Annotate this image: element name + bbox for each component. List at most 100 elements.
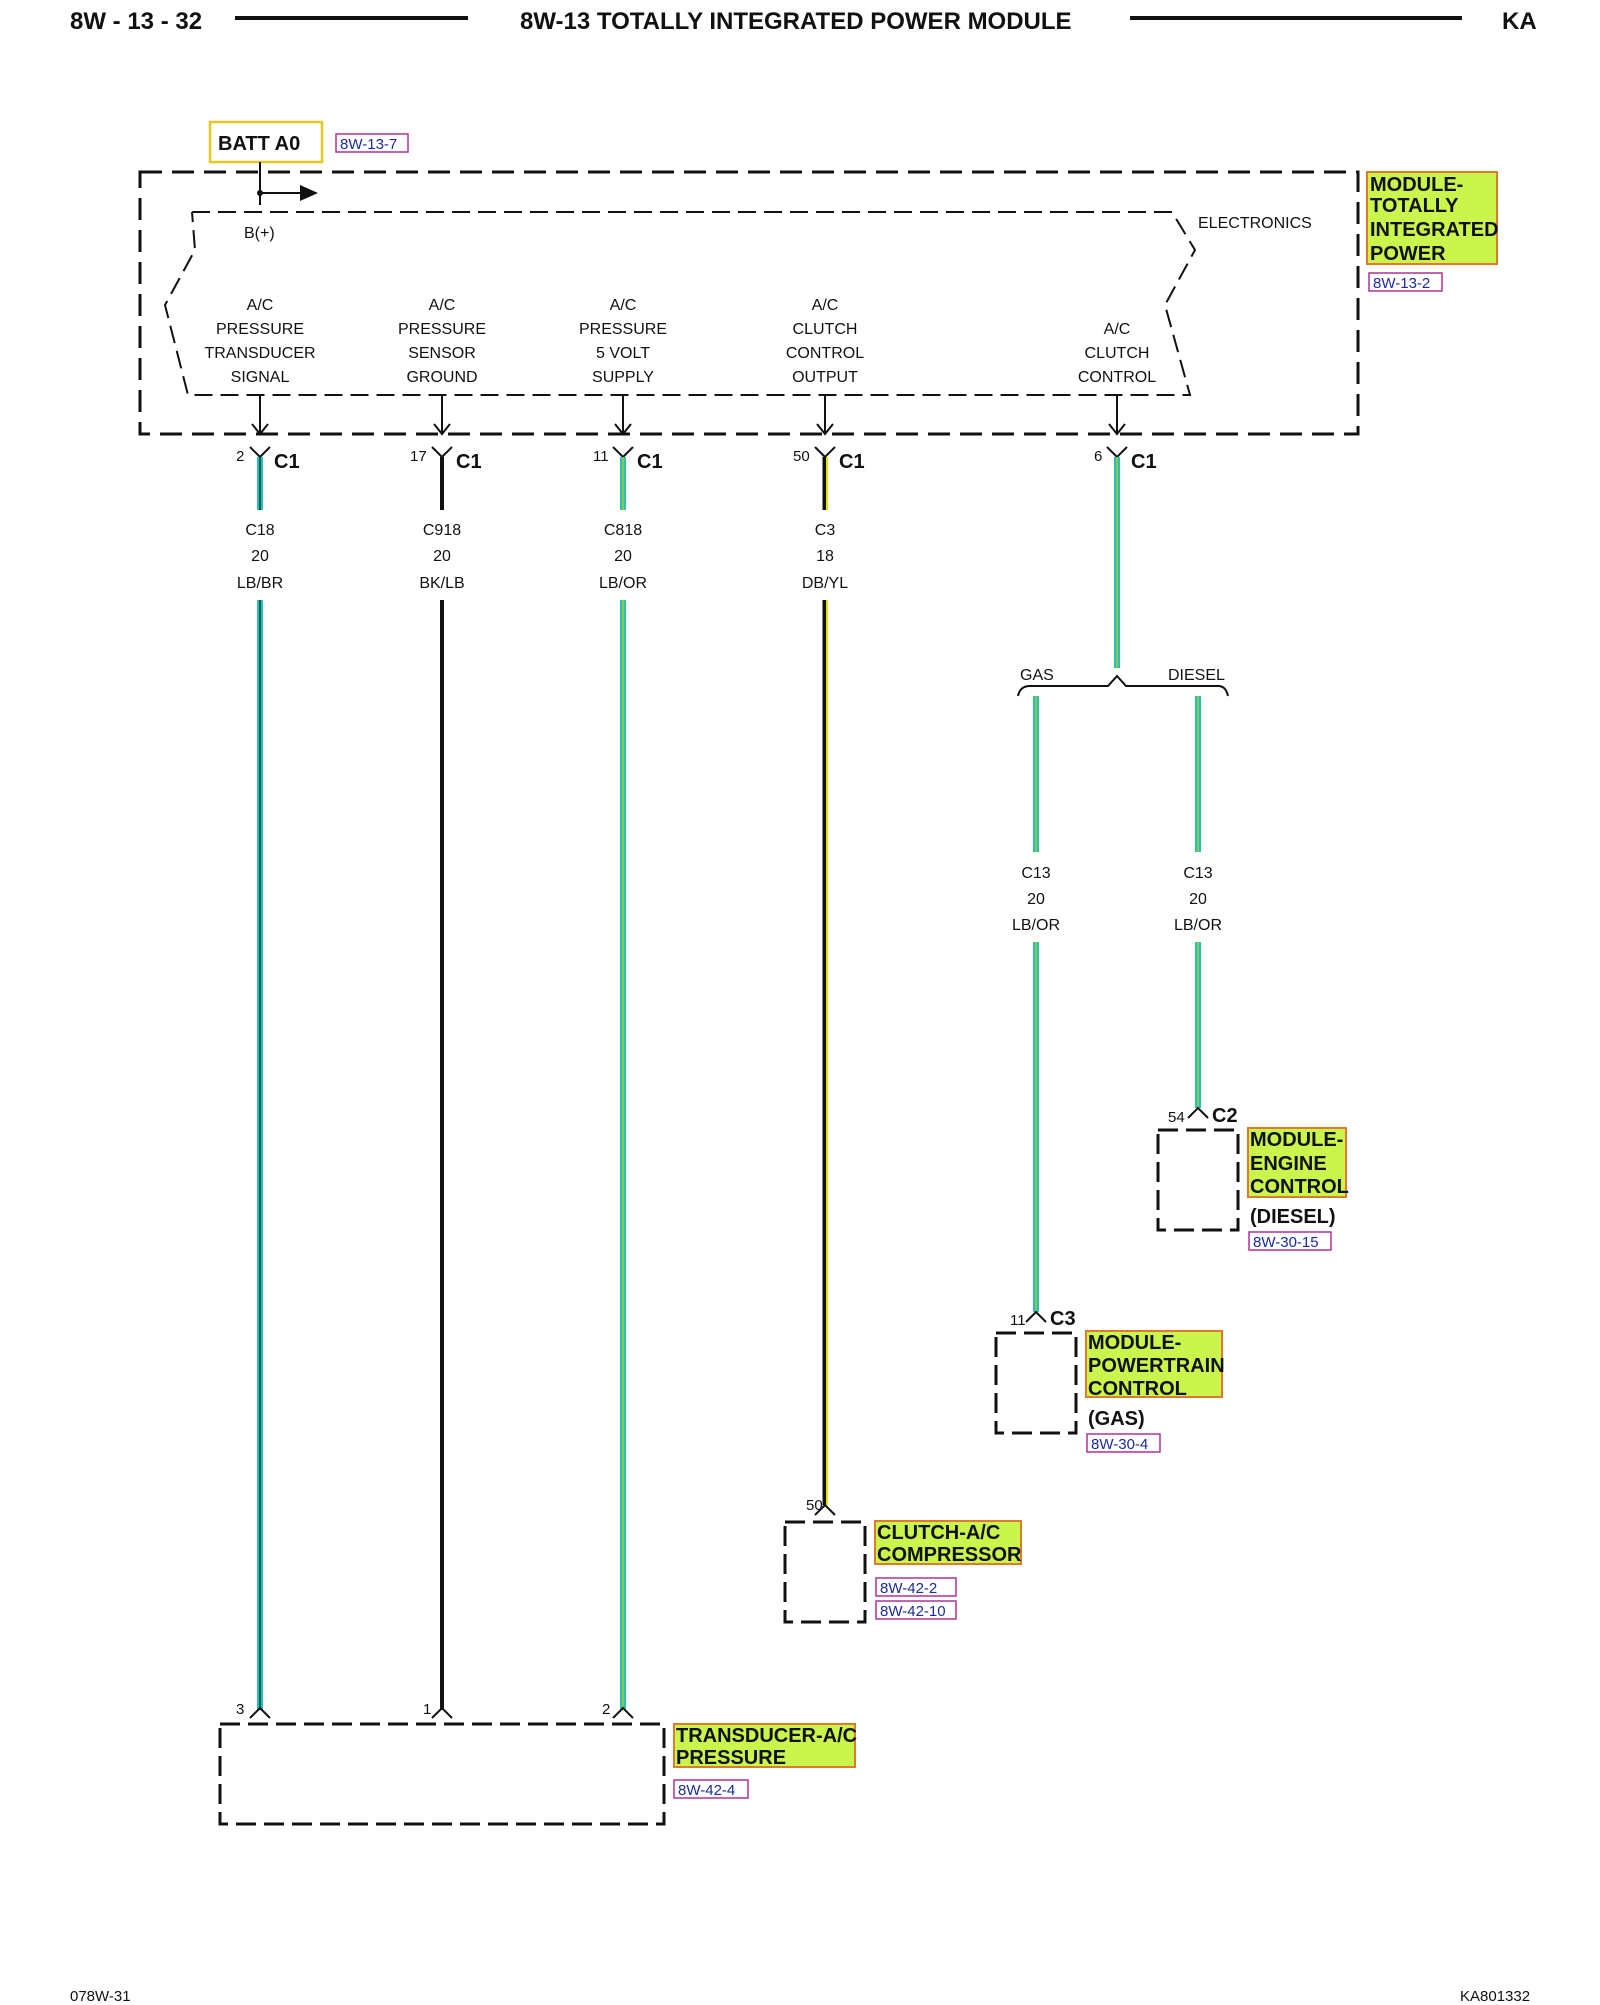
clutch-ref-link[interactable]: 8W-42-2 bbox=[880, 1580, 937, 1597]
batt-ref-link[interactable]: 8W-13-7 bbox=[340, 136, 397, 153]
circuit-function-line: CLUTCH bbox=[1085, 345, 1150, 362]
connector-symbol bbox=[814, 446, 836, 459]
wire-circuit: C918 bbox=[423, 522, 461, 539]
footer-right-code: KA801332 bbox=[1460, 1988, 1531, 2005]
pcm-ref-box bbox=[1086, 1433, 1161, 1453]
circuit-c3: A/C CLUTCH CONTROL OUTPUT 50 C1 C3 18 DB… bbox=[786, 297, 865, 1516]
circuit-c18: A/C PRESSURE TRANSDUCER SIGNAL 2 C1 C18 … bbox=[204, 297, 316, 1719]
connector-symbol bbox=[249, 446, 271, 459]
component-clutch-ac-compressor: CLUTCH-A/C COMPRESSOR 8W-42-2 8W-42-10 bbox=[783, 1520, 1022, 1624]
component-powertrain-control-module: 11 C3 MODULE- POWERTRAIN CONTROL (GAS) 8… bbox=[994, 1308, 1225, 1453]
connector-name: C1 bbox=[456, 451, 482, 473]
tipm-name-line: MODULE- bbox=[1370, 174, 1463, 196]
pcm-name-line: MODULE- bbox=[1088, 1332, 1181, 1354]
ecm-ref-link[interactable]: 8W-30-15 bbox=[1253, 1234, 1319, 1251]
pin-arrow bbox=[816, 423, 834, 436]
ecm-outline bbox=[1156, 1128, 1240, 1232]
tipm-name-line: TOTALLY bbox=[1370, 195, 1459, 217]
connector-symbol bbox=[249, 1706, 271, 1719]
batt-label-box bbox=[208, 120, 324, 164]
circuit-function-line: PRESSURE bbox=[216, 321, 304, 338]
pin-number: 11 bbox=[593, 448, 609, 465]
circuit-function-line: OUTPUT bbox=[792, 369, 858, 386]
connector-name: C3 bbox=[1050, 1308, 1076, 1330]
wire-gauge: 18 bbox=[816, 548, 834, 565]
circuit-function-line: GROUND bbox=[406, 369, 477, 386]
circuit-function-line: 5 VOLT bbox=[596, 345, 650, 362]
pin-number: 6 bbox=[1094, 448, 1102, 465]
batt-arrow-head bbox=[300, 185, 318, 201]
wire-color: BK/LB bbox=[419, 575, 464, 592]
pin-arrow bbox=[614, 423, 632, 436]
circuit-function-line: A/C bbox=[247, 297, 274, 314]
clutch-ref-box bbox=[875, 1600, 957, 1620]
split-gas-label: GAS bbox=[1020, 667, 1054, 684]
clutch-name-line: CLUTCH-A/C bbox=[877, 1522, 1000, 1544]
wire-circuit: C13 bbox=[1183, 865, 1212, 882]
pcm-ref-link[interactable]: 8W-30-4 bbox=[1091, 1436, 1148, 1453]
circuit-function-line: SIGNAL bbox=[231, 369, 290, 386]
pin-number: 50 bbox=[806, 1497, 823, 1514]
pcm-outline bbox=[994, 1331, 1078, 1435]
wire-circuit: C18 bbox=[245, 522, 274, 539]
split-diesel-label: DIESEL bbox=[1168, 667, 1225, 684]
pin-number: 3 bbox=[236, 1701, 244, 1718]
pin-arrow bbox=[251, 423, 269, 436]
connector-symbol bbox=[612, 446, 634, 459]
transducer-ref-link[interactable]: 8W-42-4 bbox=[678, 1782, 735, 1799]
batt-label: BATT A0 bbox=[218, 133, 300, 155]
ecm-variant: (DIESEL) bbox=[1250, 1206, 1336, 1228]
wire-gauge: 20 bbox=[1027, 891, 1045, 908]
connector-symbol bbox=[1106, 446, 1128, 459]
transducer-name-line: PRESSURE bbox=[676, 1747, 786, 1769]
connector-name: C1 bbox=[637, 451, 663, 473]
tipm-ref-link[interactable]: 8W-13-2 bbox=[1373, 275, 1430, 292]
ecm-name-box bbox=[1247, 1127, 1347, 1198]
clutch-name-box bbox=[874, 1520, 1022, 1565]
pcm-name-line: POWERTRAIN bbox=[1088, 1355, 1225, 1377]
circuit-function-line: A/C bbox=[610, 297, 637, 314]
pcm-name-box bbox=[1085, 1330, 1223, 1398]
bplus-label: B(+) bbox=[244, 225, 275, 242]
wire-color: LB/OR bbox=[1174, 917, 1222, 934]
wire-gauge: 20 bbox=[614, 548, 632, 565]
connector-symbol bbox=[431, 1706, 453, 1719]
pin-number: 11 bbox=[1010, 1312, 1026, 1329]
tipm-name-box bbox=[1366, 171, 1498, 265]
split-brace bbox=[1017, 674, 1229, 697]
wire-circuit: C3 bbox=[815, 522, 836, 539]
circuit-function-line: CONTROL bbox=[786, 345, 864, 362]
circuit-function-line: CONTROL bbox=[1078, 369, 1156, 386]
wire-gauge: 20 bbox=[1189, 891, 1207, 908]
circuit-function-line: CLUTCH bbox=[793, 321, 858, 338]
connector-symbol bbox=[431, 446, 453, 459]
tipm-module-outline bbox=[138, 170, 1360, 436]
connector-name: C1 bbox=[274, 451, 300, 473]
batt-ref-box bbox=[335, 133, 409, 153]
component-transducer-ac-pressure: TRANSDUCER-A/C PRESSURE 8W-42-4 bbox=[218, 1722, 857, 1826]
footer-left-code: 078W-31 bbox=[70, 1988, 131, 2005]
electronics-label: ELECTRONICS bbox=[1198, 215, 1312, 232]
circuit-function-line: A/C bbox=[1104, 321, 1131, 338]
transducer-name-box bbox=[673, 1723, 856, 1768]
wire-circuit: C818 bbox=[604, 522, 642, 539]
component-engine-control-module: 54 C2 MODULE- ENGINE CONTROL (DIESEL) 8W… bbox=[1156, 1105, 1349, 1251]
gas-diesel-split: GAS DIESEL C13 20 LB/OR C13 20 LB/OR bbox=[1012, 667, 1229, 1312]
clutch-ref-link[interactable]: 8W-42-10 bbox=[880, 1603, 946, 1620]
page-title: 8W-13 TOTALLY INTEGRATED POWER MODULE bbox=[520, 8, 1072, 35]
connector-name: C1 bbox=[1131, 451, 1157, 473]
clutch-name-line: COMPRESSOR bbox=[877, 1544, 1022, 1566]
connector-symbol bbox=[612, 1706, 634, 1719]
pin-arrow bbox=[1108, 423, 1126, 436]
pin-number: 17 bbox=[410, 448, 427, 465]
wire-color: LB/BR bbox=[237, 575, 283, 592]
electronics-outline bbox=[163, 211, 1197, 396]
connector-name: C1 bbox=[839, 451, 865, 473]
ecm-name-line: ENGINE bbox=[1250, 1153, 1327, 1175]
ecm-name-line: MODULE- bbox=[1250, 1129, 1343, 1151]
pcm-name-line: CONTROL bbox=[1088, 1378, 1187, 1400]
ecm-name-line: CONTROL bbox=[1250, 1176, 1349, 1198]
pcm-variant: (GAS) bbox=[1088, 1408, 1145, 1430]
